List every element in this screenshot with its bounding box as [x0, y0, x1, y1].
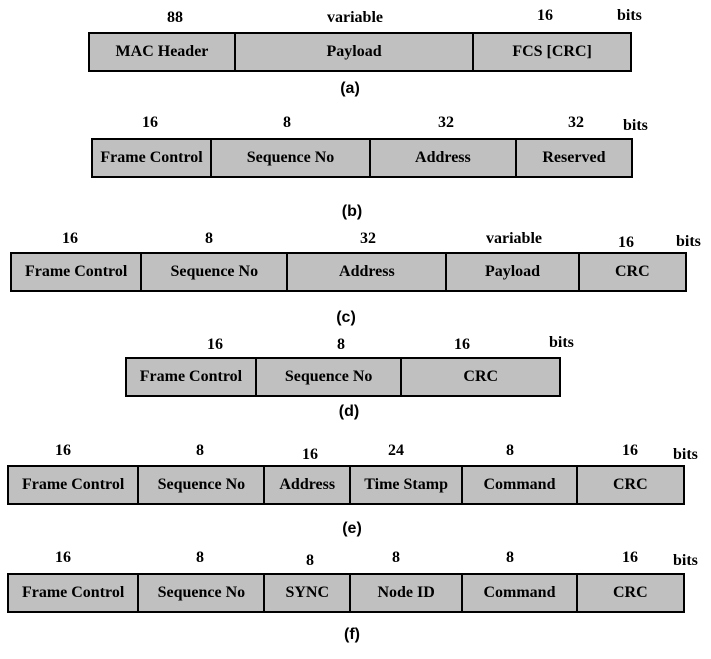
field-cell: Payload [236, 34, 475, 70]
field-cell: Payload [447, 254, 580, 290]
field-bit-width: 32 [438, 114, 454, 131]
field-bit-width: 16 [55, 442, 71, 459]
field-bit-width: variable [327, 9, 383, 26]
frame-caption: (c) [336, 309, 356, 326]
bits-unit-label: bits [617, 7, 642, 24]
field-bit-width: 16 [207, 336, 223, 353]
bits-unit-label: bits [549, 334, 574, 351]
field-bit-width: 8 [205, 230, 213, 247]
field-cell: Address [371, 140, 517, 176]
field-cell: MAC Header [90, 34, 236, 70]
frame-caption: (a) [340, 80, 360, 97]
field-cell: CRC [612, 584, 648, 602]
field-cell: Sequence No [139, 467, 266, 503]
field-cell: Reserved [542, 149, 606, 167]
field-bit-width: 16 [302, 446, 318, 463]
field-cell: Command [463, 467, 578, 503]
field-cell: Node ID [351, 575, 464, 611]
field-bit-width: 88 [167, 9, 183, 26]
field-cell: Address [288, 254, 448, 290]
field-cell: Sequence No [257, 359, 403, 395]
field-bit-width: 8 [196, 549, 204, 566]
frame-caption: (f) [344, 626, 360, 643]
field-bit-width: 16 [62, 230, 78, 247]
field-bit-width: 8 [283, 114, 291, 131]
field-bit-width: 16 [142, 114, 158, 131]
field-cell: Sequence No [212, 140, 371, 176]
field-cell: Frame Control [9, 467, 140, 503]
field-cell: Time Stamp [351, 467, 464, 503]
field-cell: Frame Control [127, 359, 257, 395]
field-cell: Address [265, 467, 351, 503]
field-bit-width: 32 [568, 114, 584, 131]
bits-unit-label: bits [673, 446, 698, 463]
field-bit-width: 16 [55, 549, 71, 566]
field-cell: CRC [612, 476, 648, 494]
field-bit-width: 8 [196, 442, 204, 459]
field-bit-width: variable [486, 230, 542, 247]
field-bit-width: 8 [506, 549, 514, 566]
field-bit-width: 8 [392, 549, 400, 566]
field-bit-width: 8 [337, 336, 345, 353]
field-cell: CRC [463, 368, 499, 386]
field-cell: Frame Control [12, 254, 143, 290]
field-bit-width: 16 [622, 442, 638, 459]
field-bit-width: 24 [388, 442, 404, 459]
bits-unit-label: bits [676, 233, 701, 250]
field-cell: Sequence No [139, 575, 266, 611]
field-cell: Command [463, 575, 578, 611]
frame-caption: (b) [341, 203, 363, 220]
field-bit-width: 8 [306, 552, 314, 569]
frame-caption: (d) [338, 403, 360, 420]
bits-unit-label: bits [623, 117, 648, 134]
field-cell: CRC [614, 263, 650, 281]
field-bit-width: 16 [622, 549, 638, 566]
field-cell: Sequence No [142, 254, 289, 290]
field-bit-width: 8 [506, 442, 514, 459]
field-cell: Frame Control [93, 140, 213, 176]
field-bit-width: 32 [360, 230, 376, 247]
bits-unit-label: bits [673, 552, 698, 569]
field-cell: FCS [CRC] [512, 43, 592, 61]
field-bit-width: 16 [537, 7, 553, 24]
field-bit-width: 16 [618, 234, 634, 251]
field-cell: Frame Control [9, 575, 140, 611]
field-cell: SYNC [265, 575, 351, 611]
frame-caption: (e) [342, 520, 362, 537]
field-bit-width: 16 [454, 336, 470, 353]
